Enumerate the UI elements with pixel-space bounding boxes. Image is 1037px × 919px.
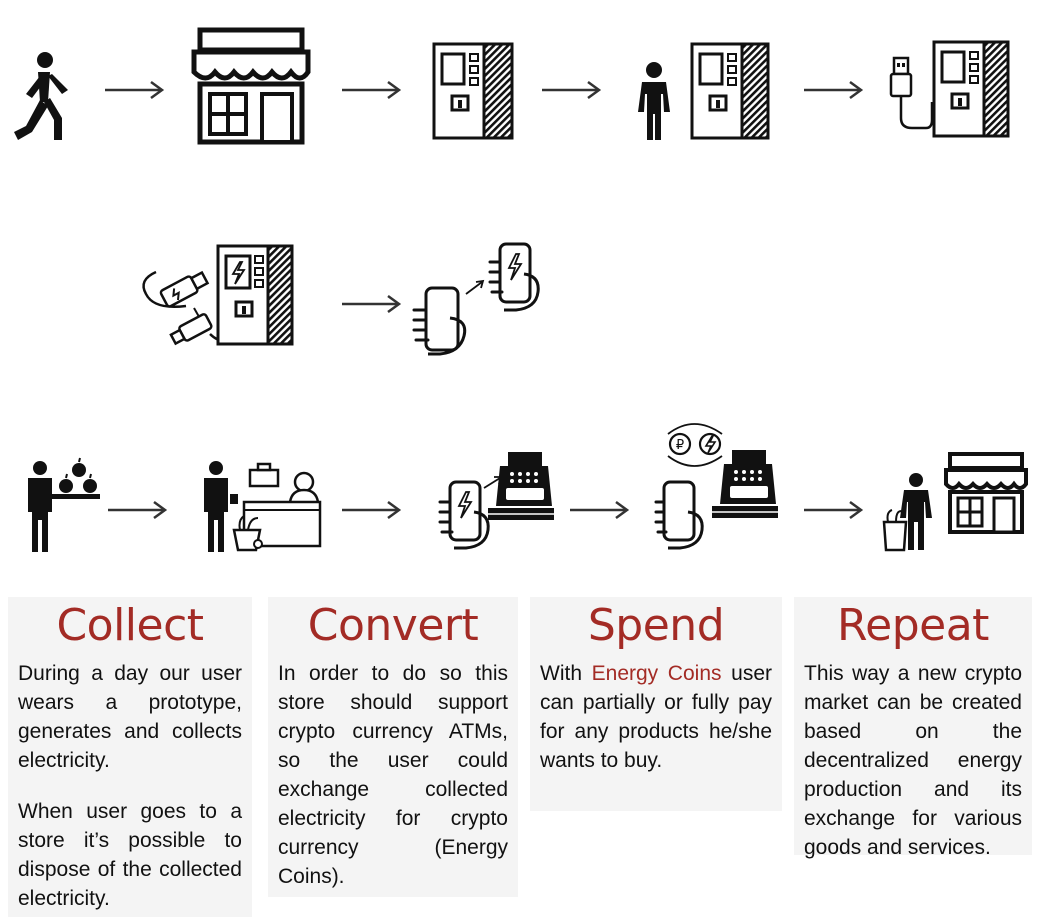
step-title: Spend [587, 600, 725, 651]
arrow-icon [342, 500, 402, 520]
phones-transfer-icon [410, 240, 546, 364]
usb-charging-atm-icon [136, 240, 298, 352]
phone-to-register-icon [436, 448, 556, 560]
person-with-groceries-icon [24, 457, 104, 554]
arrow-icon [342, 294, 402, 314]
step-repeat: Repeat This way a new crypto market can … [794, 597, 1032, 859]
shopper-at-store-icon [880, 452, 1028, 552]
step-intro: With [540, 662, 582, 685]
step-convert: Convert In order to do so this store sho… [268, 597, 518, 897]
energy-coins-highlight: Energy Coins [591, 662, 722, 685]
step-description: With Energy Coins user can partially or … [530, 655, 782, 775]
step-title: Convert [307, 600, 479, 651]
crypto-atm-icon [432, 42, 518, 140]
step-paragraph: In order to do so this store should supp… [278, 662, 508, 888]
step-paragraph: With Energy Coins user can partially or … [540, 659, 772, 775]
walking-person-icon [10, 50, 72, 142]
step-spend: Spend With Energy Coins user can partial… [530, 597, 782, 811]
step-description: In order to do so this store should supp… [268, 655, 518, 891]
step-collect: Collect During a day our user wears a pr… [8, 597, 252, 917]
arrow-icon [804, 80, 864, 100]
arrow-icon [342, 80, 402, 100]
arrow-icon [804, 500, 864, 520]
step-paragraph: During a day our user wears a prototype,… [18, 662, 242, 772]
arrow-icon [542, 80, 602, 100]
checkout-counter-icon [200, 460, 322, 556]
step-paragraph: When user goes to a store it’s possible … [18, 800, 242, 910]
coin-exchange-register-icon: ₽ [654, 420, 780, 556]
person-at-atm-icon [632, 42, 770, 142]
store-icon [191, 27, 311, 146]
step-description: During a day our user wears a prototype,… [8, 655, 252, 913]
svg-text:₽: ₽ [676, 438, 684, 453]
step-title: Repeat [837, 600, 989, 651]
step-title: Collect [56, 600, 204, 651]
arrow-icon [570, 500, 630, 520]
usb-atm-icon [888, 36, 1012, 144]
step-paragraph: This way a new crypto market can be crea… [804, 662, 1022, 859]
step-rest: user can partially or fully pay for any … [540, 662, 772, 772]
step-description: This way a new crypto market can be crea… [794, 655, 1032, 862]
arrow-icon [105, 80, 165, 100]
arrow-icon [108, 500, 168, 520]
